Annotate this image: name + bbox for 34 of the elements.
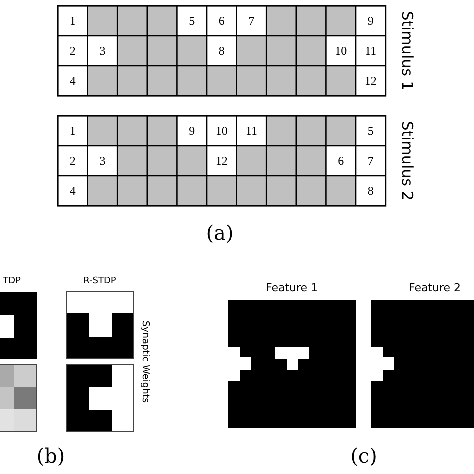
cell-number: 4 [70,75,76,87]
feature-heading: Feature 1 [266,282,318,294]
cell-number: 9 [189,125,196,137]
feature-heading: Feature 2 [408,282,462,294]
cell-number: 3 [100,45,106,57]
cell-number: 10 [335,45,348,57]
cell-number: 6 [218,15,225,27]
cell-number: 7 [248,15,255,27]
cell-number: 9 [368,15,374,27]
stimulus-label: Stimulus 1 [400,11,414,91]
axis-heading: Synaptic Weights [140,320,150,404]
column-heading: R-STDP [84,278,116,286]
cell-number: 11 [365,45,377,57]
cell-number: 11 [246,125,258,137]
panel-label: (b) [36,446,66,466]
cell-number: 1 [70,15,76,27]
cell-number: 12 [364,75,377,87]
panel-label: (a) [206,223,234,243]
cell-number: 8 [368,185,374,197]
cell-number: 5 [189,15,196,27]
cell-number: 4 [70,185,76,197]
cell-number: 6 [338,155,344,167]
cell-number: 8 [218,45,225,57]
stimulus-label: Stimulus 2 [400,121,414,201]
cell-number: 3 [100,155,106,167]
cell-number: 2 [70,155,76,167]
panel-label: (c) [350,446,378,466]
cell-number: 2 [70,45,76,57]
cell-number: 12 [216,155,228,167]
cell-number: 1 [70,125,76,137]
cell-number: 10 [216,125,228,137]
cell-number: 7 [368,155,374,167]
column-heading: TDP [3,278,21,286]
cell-number: 5 [368,125,374,137]
